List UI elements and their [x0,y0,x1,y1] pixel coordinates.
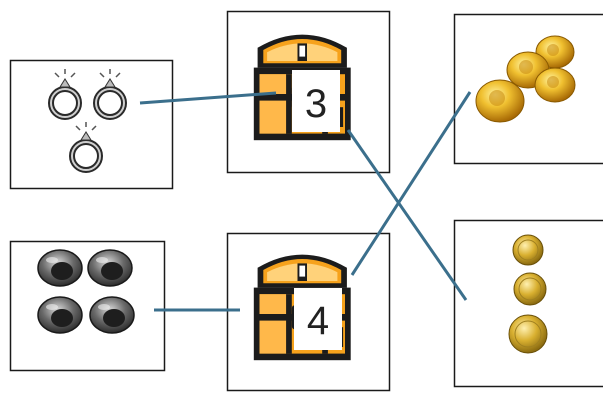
gold-coin-icon [512,234,544,266]
chest-number-3: 3 [305,82,327,126]
dark-ring-icon [89,296,135,334]
diamond-ring-icon [48,69,82,120]
dark-ring-icon [37,296,83,334]
match-line-chest-3-to-small-coins [346,129,468,301]
gold-coin-icon [508,314,548,354]
gold-coin-icon [513,272,547,306]
gold-coin-icon [534,67,576,103]
dark-rings-box [9,240,166,372]
gold-coin-icon [475,79,525,123]
number-plate [292,70,340,132]
match-line-rings-to-chest-3 [139,91,277,105]
dark-ring-icon [87,249,133,287]
chest-number-4: 4 [307,299,329,343]
number-plate [294,288,342,350]
coins-large-box [453,13,603,165]
diamond-ring-icon [69,122,103,173]
match-line-chest-4-to-large-coins [350,91,472,276]
diamond-ring-icon [93,69,127,120]
dark-ring-icon [37,249,83,287]
